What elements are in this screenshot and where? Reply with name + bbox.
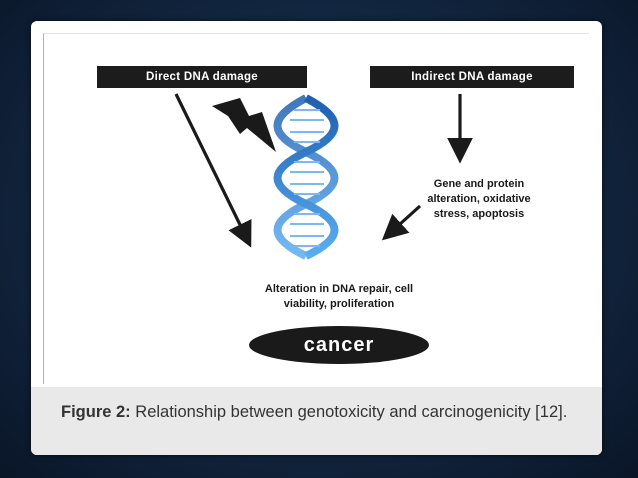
gene-to-dna-arrow — [381, 204, 422, 241]
lightning-bolt-icon — [212, 98, 276, 152]
caption-text: Relationship between genotoxicity and ca… — [130, 403, 568, 421]
figure-caption-band: Figure 2: Relationship between genotoxic… — [31, 387, 602, 455]
figure-panel: Direct DNA damage Indirect DNA damage — [43, 33, 589, 384]
indirect-dna-damage-label: Indirect DNA damage — [370, 66, 574, 88]
gene-text-line-1: Gene and protein — [433, 178, 525, 190]
figure-caption: Figure 2: Relationship between genotoxic… — [61, 401, 581, 423]
gene-text-line-3: stress, apoptosis — [433, 208, 525, 220]
diagram-graphics — [174, 93, 473, 260]
gene-protein-alteration-text: Gene and protein alteration, oxidative s… — [404, 177, 554, 222]
repair-text-line-1: Alteration in DNA repair, cell — [264, 283, 414, 295]
repair-text-line-2: viability, proliferation — [283, 298, 395, 310]
caption-label: Figure 2: — [61, 403, 131, 421]
dna-repair-alteration-text: Alteration in DNA repair, cell viability… — [229, 282, 449, 312]
gene-text-line-2: alteration, oxidative — [427, 193, 531, 205]
slide-frame: Direct DNA damage Indirect DNA damage — [31, 21, 602, 455]
direct-damage-arrow — [174, 93, 252, 248]
dna-helix-icon — [273, 94, 339, 260]
direct-dna-damage-label: Direct DNA damage — [97, 66, 307, 88]
cancer-outcome: cancer — [249, 326, 429, 364]
